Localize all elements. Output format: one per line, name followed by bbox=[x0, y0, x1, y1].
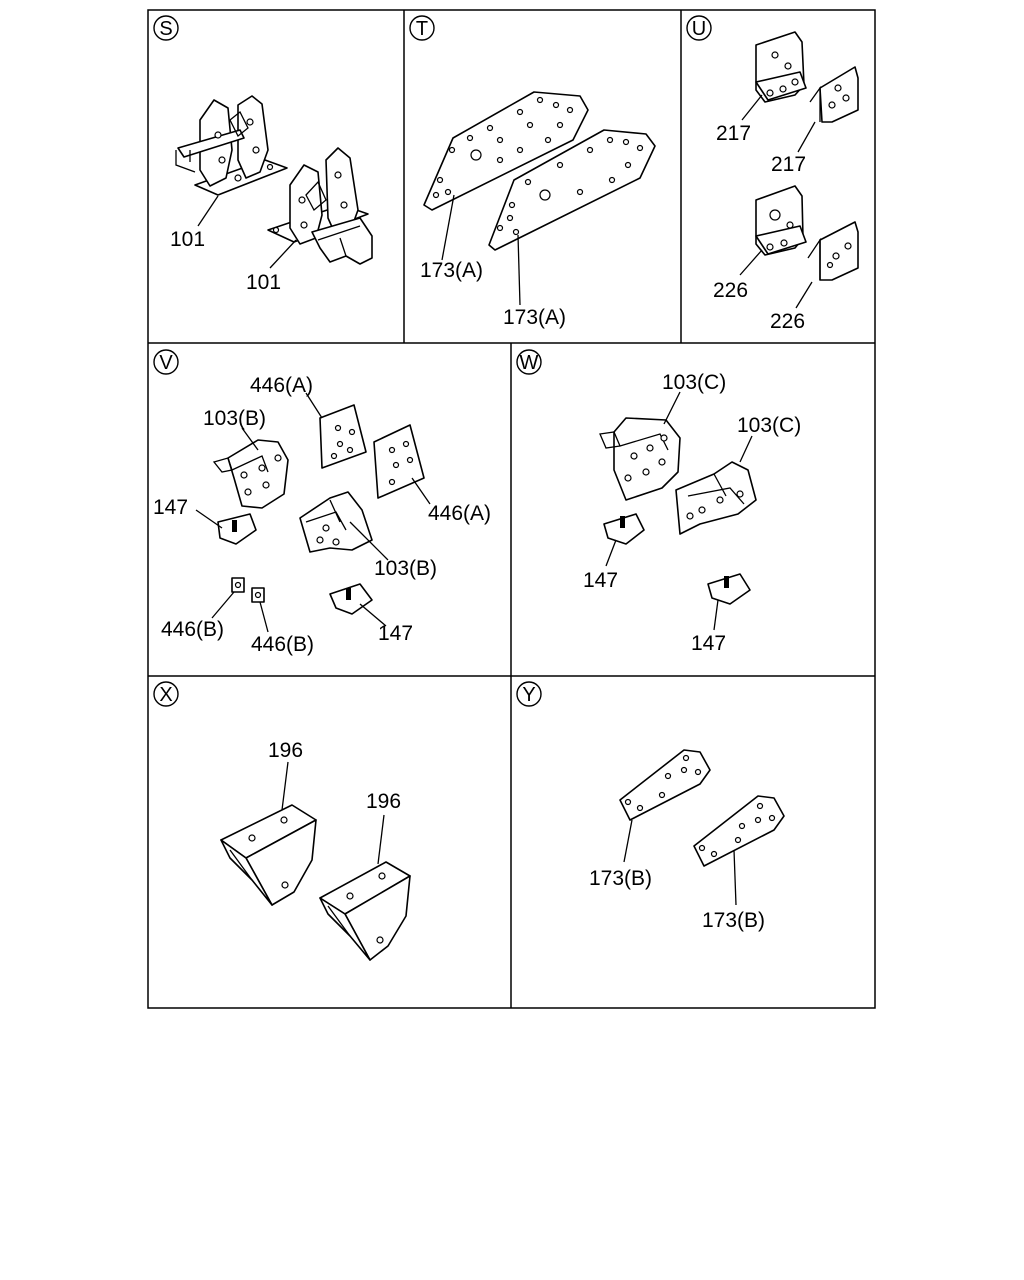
callout-173b-lower: 173(B) bbox=[702, 909, 765, 932]
callout-147-right: 147 bbox=[378, 622, 413, 645]
section-marker-v: V bbox=[153, 349, 179, 375]
callout-446b-right: 446(B) bbox=[251, 633, 314, 656]
spacer-147-left bbox=[217, 513, 257, 545]
callout-147-w-left: 147 bbox=[583, 569, 618, 592]
callout-103b-left: 103(B) bbox=[203, 407, 266, 430]
bracket-196-right bbox=[319, 861, 411, 961]
shim-446a-left bbox=[319, 404, 367, 469]
callout-147-w-right: 147 bbox=[691, 632, 726, 655]
callout-147-left: 147 bbox=[153, 496, 188, 519]
section-marker-t: T bbox=[409, 15, 435, 41]
section-y: Y 173(B) 173(B) bbox=[516, 681, 785, 932]
hanger-103c-right bbox=[675, 461, 757, 535]
shim-446a-right bbox=[373, 424, 425, 499]
washer-446b-right bbox=[251, 587, 265, 603]
callout-226-a: 226 bbox=[713, 279, 748, 302]
callout-173a-upper: 173(A) bbox=[420, 259, 483, 282]
section-marker-w: W bbox=[516, 349, 542, 375]
bracket-226-a bbox=[755, 185, 807, 256]
svg-text:S: S bbox=[159, 18, 172, 40]
section-marker-x: X bbox=[153, 681, 179, 707]
hanger-103b-left bbox=[212, 439, 289, 509]
spacer-147-right bbox=[329, 583, 373, 615]
section-s: S bbox=[153, 15, 373, 294]
callout-103c-right: 103(C) bbox=[737, 414, 801, 437]
callout-196-left: 196 bbox=[268, 739, 303, 762]
section-v: V bbox=[153, 349, 491, 656]
section-marker-s: S bbox=[153, 15, 179, 41]
svg-text:X: X bbox=[159, 684, 172, 706]
spacer-147-w-right bbox=[707, 573, 751, 605]
grid-frame bbox=[147, 9, 876, 1009]
section-marker-u: U bbox=[686, 15, 712, 41]
washer-446b-left bbox=[231, 577, 245, 593]
callout-217-b: 217 bbox=[771, 153, 806, 176]
callout-226-b: 226 bbox=[770, 310, 805, 333]
svg-text:V: V bbox=[159, 352, 173, 374]
spacer-147-w-left bbox=[603, 513, 645, 545]
bracket-101-left bbox=[175, 95, 288, 196]
svg-text:W: W bbox=[520, 352, 539, 374]
callout-101-right: 101 bbox=[246, 271, 281, 294]
callout-173b-upper: 173(B) bbox=[589, 867, 652, 890]
plate-173a-lower bbox=[488, 129, 656, 251]
bracket-101-right bbox=[267, 147, 373, 265]
callout-196-right: 196 bbox=[366, 790, 401, 813]
callout-446a-left: 446(A) bbox=[250, 374, 313, 397]
svg-text:Y: Y bbox=[522, 684, 535, 706]
bracket-226-b bbox=[807, 221, 859, 281]
svg-text:U: U bbox=[692, 18, 706, 40]
section-w: W 103(C) 103(C) 147 147 bbox=[516, 349, 801, 655]
callout-103c-left: 103(C) bbox=[662, 371, 726, 394]
callout-217-a: 217 bbox=[716, 122, 751, 145]
bracket-217-b bbox=[809, 66, 859, 123]
plate-173a-upper bbox=[423, 91, 589, 211]
callout-101-left: 101 bbox=[170, 228, 205, 251]
plate-173b-lower bbox=[693, 795, 785, 867]
plate-173b-upper bbox=[619, 749, 711, 821]
bracket-196-left bbox=[220, 804, 317, 906]
bracket-217-a bbox=[755, 31, 807, 103]
section-x: X 196 196 bbox=[153, 681, 411, 961]
callout-103b-right: 103(B) bbox=[374, 557, 437, 580]
section-t: T 173(A) 173(A) bbox=[409, 15, 656, 329]
hanger-103c-left bbox=[599, 417, 681, 501]
hanger-103b-right bbox=[299, 491, 373, 553]
callout-446a-right: 446(A) bbox=[428, 502, 491, 525]
section-u: U 217 217 226 226 bbox=[686, 15, 859, 333]
callout-446b-left: 446(B) bbox=[161, 618, 224, 641]
section-marker-y: Y bbox=[516, 681, 542, 707]
svg-text:T: T bbox=[416, 18, 428, 40]
callout-173a-lower: 173(A) bbox=[503, 306, 566, 329]
